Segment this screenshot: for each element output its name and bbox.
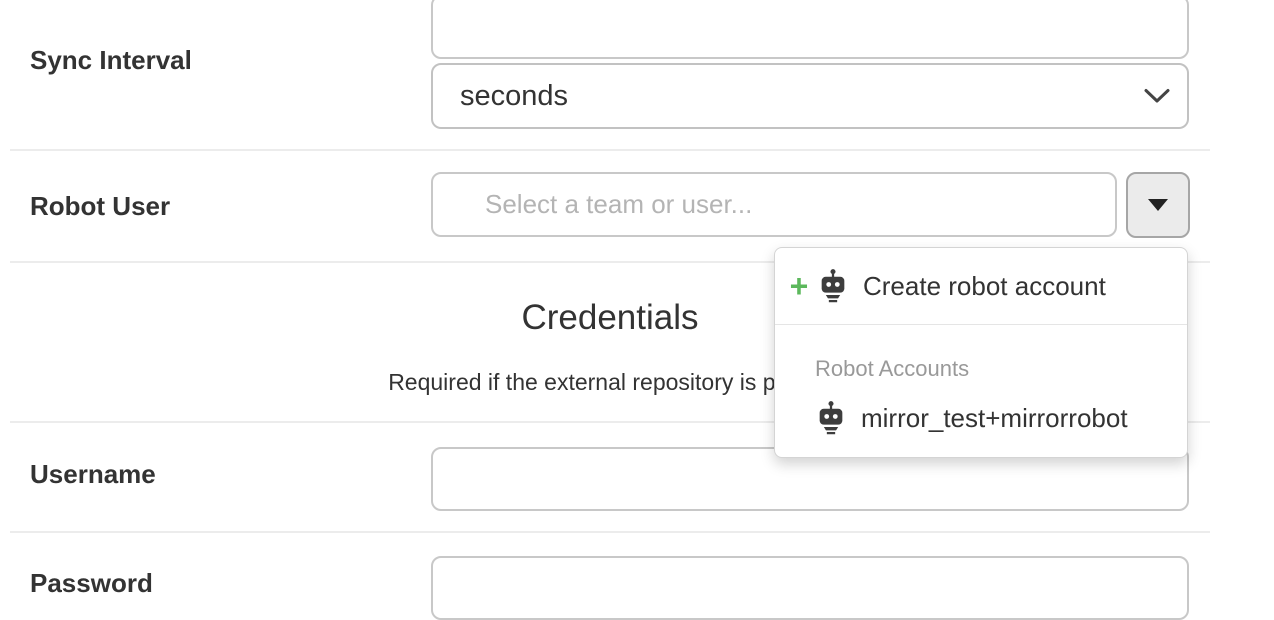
sync-interval-value-input[interactable] [431,0,1189,59]
robot-icon [821,269,845,303]
password-input[interactable] [431,556,1189,620]
menu-item-create-robot-account[interactable]: + Create robot account [775,248,1187,324]
robot-user-dropdown-toggle-button[interactable] [1126,172,1190,238]
robot-user-label: Robot User [30,191,171,221]
row-divider [10,421,1210,423]
robot-user-search-input[interactable] [431,172,1117,237]
caret-down-icon [1148,199,1168,211]
row-divider [10,531,1210,533]
credentials-heading: Credentials [521,298,699,337]
menu-item-robot-account[interactable]: mirror_test+mirrorrobot [775,385,1187,451]
plus-icon: + [789,268,809,304]
robot-account-name: mirror_test+mirrorrobot [861,402,1128,433]
sync-interval-unit-select-wrap: seconds [431,63,1189,129]
create-robot-account-label: Create robot account [863,270,1106,301]
robot-icon [819,401,843,435]
password-label: Password [30,568,153,598]
row-divider [10,149,1210,151]
sync-interval-unit-select[interactable]: seconds [431,63,1189,129]
sync-interval-label: Sync Interval [30,45,192,75]
menu-divider [775,324,1187,325]
robot-accounts-section-header: Robot Accounts [815,356,970,381]
credentials-description: Required if the external repository is p… [388,369,832,395]
username-label: Username [30,459,156,489]
robot-user-dropdown-menu: + Create robot account Robot Accounts [774,247,1188,458]
row-divider [10,261,1210,263]
